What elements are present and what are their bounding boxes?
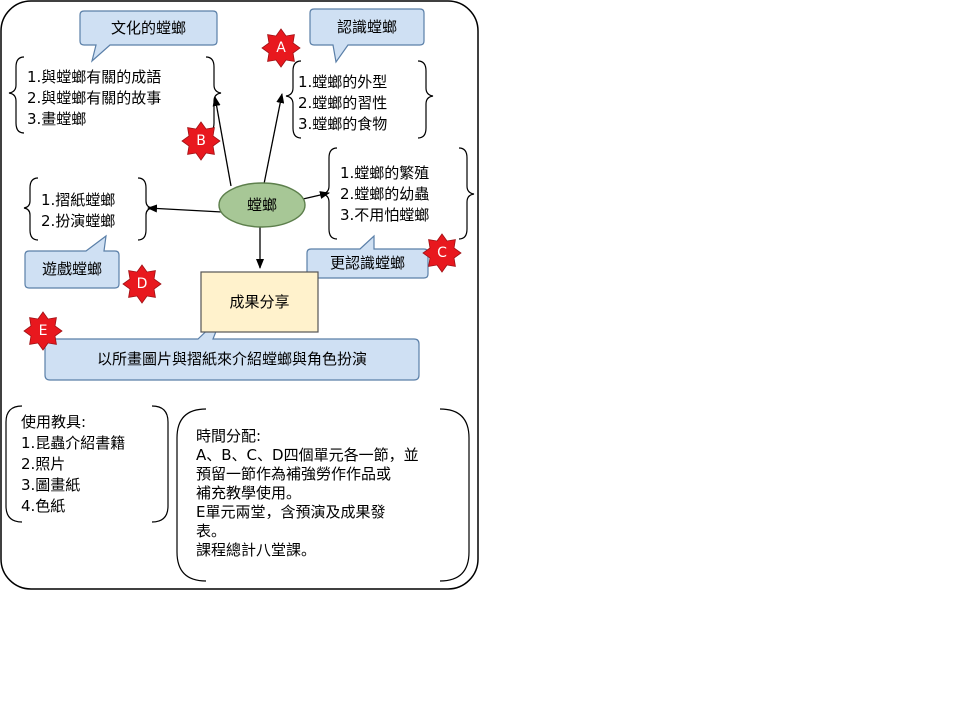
time-line: 課程總計八堂課。: [196, 541, 317, 559]
marker-d-letter: D: [136, 276, 148, 292]
know-item: 2.螳螂的習性: [298, 94, 388, 112]
tools-bracket-right: [151, 405, 169, 523]
tools-title: 使用教具:: [21, 413, 87, 431]
culture-list: 1.與螳螂有關的成語 2.與螳螂有關的故事 3.畫螳螂: [27, 67, 161, 130]
share-label: 成果分享: [229, 293, 290, 311]
callout-know: [309, 8, 425, 64]
marker-e-letter: E: [38, 323, 48, 339]
marker-b-star: [181, 121, 221, 161]
time-title: 時間分配:: [196, 427, 262, 445]
star-markers: [23, 28, 462, 351]
brace-more-left: [321, 147, 338, 240]
label-culture: 文化的螳螂: [110, 19, 186, 37]
tools-item: 3.圖畫紙: [21, 476, 81, 494]
callout-game: [24, 234, 120, 289]
time-line: A、B、C、D四個單元各一節，並: [196, 446, 419, 464]
arrow-to-culture: [212, 96, 232, 187]
game-list: 1.摺紙螳螂 2.扮演螳螂: [41, 190, 115, 232]
tools-item: 2.照片: [21, 455, 66, 473]
share-box: [200, 271, 319, 333]
culture-item: 2.與螳螂有關的故事: [27, 89, 162, 107]
brace-know-left: [285, 60, 302, 139]
tools-item: 1.昆蟲介紹書籍: [21, 434, 126, 452]
culture-item: 3.畫螳螂: [27, 110, 87, 128]
arrow-to-more: [302, 191, 330, 200]
more-item: 3.不用怕螳螂: [340, 206, 430, 224]
more-item: 2.螳螂的幼蟲: [340, 185, 430, 203]
marker-d-star: [122, 264, 162, 304]
tools-item: 4.色紙: [21, 497, 66, 515]
time-line: E單元兩堂，含預演及成果發: [196, 503, 386, 521]
callout-culture: [79, 10, 218, 63]
label-know: 認識螳螂: [336, 18, 397, 36]
arrow-to-know: [263, 93, 285, 185]
arrow-to-game: [147, 204, 223, 213]
culture-item: 1.與螳螂有關的成語: [27, 68, 162, 86]
marker-b-letter: B: [196, 133, 206, 149]
game-item: 2.扮演螳螂: [41, 212, 116, 230]
know-item: 3.螳螂的食物: [298, 115, 388, 133]
bracket-shapes: [5, 405, 470, 582]
topic-ellipse: [218, 182, 306, 228]
label-intro: 以所畫圖片與摺紙來介紹螳螂與角色扮演: [96, 350, 367, 368]
marker-c-star: [422, 233, 462, 273]
callout-more: [306, 234, 429, 279]
label-game: 遊戲螳螂: [41, 260, 102, 278]
connector-arrows: [147, 93, 330, 269]
brace-game-right: [137, 177, 153, 241]
time-bracket-right: [439, 408, 470, 582]
tools-bracket-left: [5, 405, 23, 523]
tools-list: 使用教具: 1.昆蟲介紹書籍 2.照片 3.圖畫紙 4.色紙: [21, 412, 125, 517]
time-box: 時間分配: A、B、C、D四個單元各一節，並 預留一節作為補強勞作作品或 補充教…: [196, 427, 419, 560]
time-line: 表。: [196, 522, 227, 540]
more-list: 1.螳螂的繁殖 2.螳螂的幼蟲 3.不用怕螳螂: [340, 163, 429, 226]
topic-label: 螳螂: [246, 196, 277, 214]
label-more: 更認識螳螂: [329, 254, 405, 272]
brace-game-left: [23, 177, 39, 241]
marker-a-star: [261, 28, 301, 68]
time-line: 補充教學使用。: [196, 484, 302, 502]
brace-shapes: [8, 56, 475, 241]
know-list: 1.螳螂的外型 2.螳螂的習性 3.螳螂的食物: [298, 72, 387, 135]
marker-e-star: [23, 311, 63, 351]
time-bracket-left: [176, 408, 207, 582]
marker-c-letter: C: [437, 245, 447, 261]
brace-know-right: [417, 60, 434, 139]
more-item: 1.螳螂的繁殖: [340, 164, 430, 182]
time-line: 預留一節作為補強勞作作品或: [196, 465, 392, 483]
marker-a-letter: A: [276, 40, 286, 56]
brace-more-right: [458, 147, 475, 240]
know-item: 1.螳螂的外型: [298, 73, 388, 91]
brace-culture-left: [8, 56, 25, 134]
game-item: 1.摺紙螳螂: [41, 191, 116, 209]
